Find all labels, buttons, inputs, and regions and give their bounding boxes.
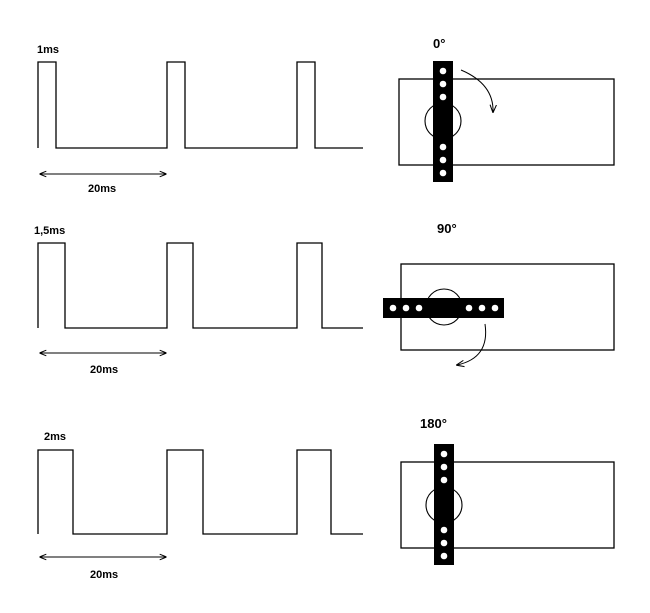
servo-body xyxy=(400,461,615,549)
pulse-width-label: 2ms xyxy=(44,431,66,443)
row-3: 2ms 20ms 180° xyxy=(37,416,615,581)
row-2: 1,5ms 20ms 90° xyxy=(34,221,615,376)
servo-horn xyxy=(434,444,454,565)
pwm-waveform xyxy=(37,242,363,329)
servo-horn xyxy=(383,298,504,318)
row-1: 1ms 20ms 0° xyxy=(37,36,615,195)
servo-motor xyxy=(400,444,615,565)
servo-horn xyxy=(433,61,453,182)
pwm-waveform xyxy=(37,449,363,535)
servo-motor xyxy=(398,61,615,182)
horn-holes xyxy=(389,304,499,312)
angle-label: 90° xyxy=(437,221,457,236)
horn-holes xyxy=(439,67,447,177)
rotation-arrow xyxy=(457,323,487,365)
pulse-width-label: 1,5ms xyxy=(34,225,65,237)
period-label: 20ms xyxy=(90,569,118,581)
period-label: 20ms xyxy=(90,364,118,376)
horn-holes xyxy=(440,450,448,560)
period-label: 20ms xyxy=(88,183,116,195)
pulse-width-label: 1ms xyxy=(37,44,59,56)
servo-body xyxy=(398,78,615,166)
servo-motor xyxy=(383,263,615,365)
angle-label: 0° xyxy=(433,36,445,51)
pwm-waveform xyxy=(37,61,363,149)
angle-label: 180° xyxy=(420,416,447,431)
rotation-arrow xyxy=(460,69,493,112)
